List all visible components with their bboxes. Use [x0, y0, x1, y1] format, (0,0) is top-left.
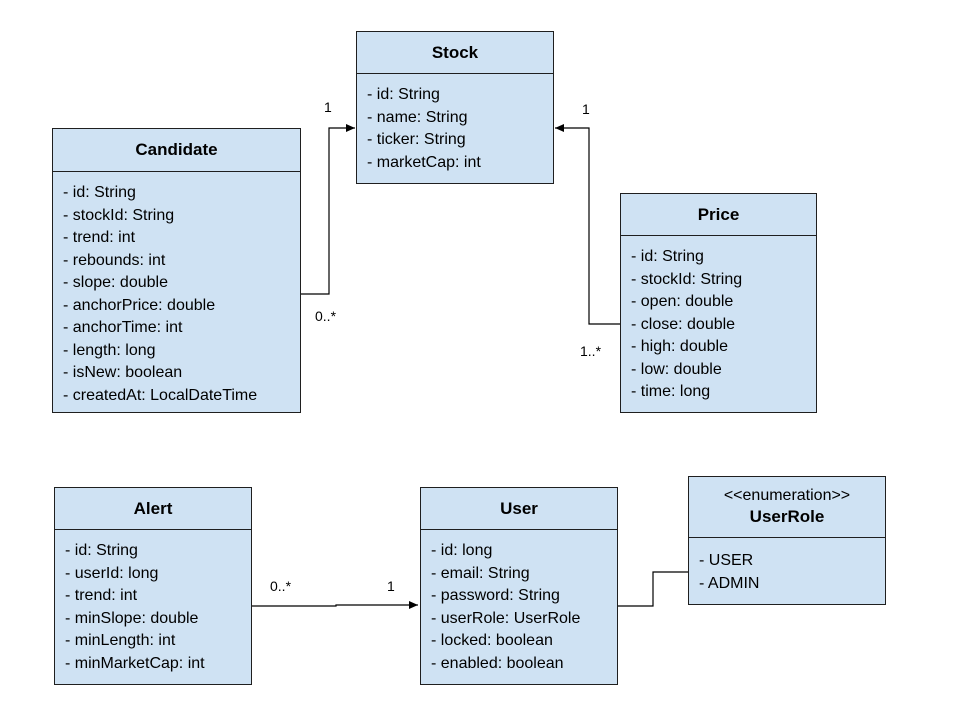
price-attr-open: - open: double	[631, 293, 734, 310]
alert-attr-minmarketcap: - minMarketCap: int	[65, 654, 205, 672]
price-class-name: Price	[697, 204, 740, 224]
stock-attr-marketcap: - marketCap: int	[367, 153, 481, 171]
alert-class-header: Alert	[55, 488, 251, 530]
candidate-attr-trend: - trend: int	[63, 229, 136, 246]
multiplicity-price-stock-price-end: 1..*	[580, 343, 602, 359]
price-attr-close: - close: double	[631, 315, 736, 333]
candidate-attr-anchorprice: - anchorPrice: double	[63, 296, 216, 314]
user-attr-id: - id: long	[431, 542, 493, 559]
alert-attr-userid: - userId: long	[65, 564, 159, 582]
user-attributes: - id: long - email: String - password: S…	[421, 530, 617, 675]
price-class[interactable]: Price - id: String - stockId: String - o…	[620, 193, 817, 413]
user-class-name: User	[500, 498, 538, 518]
userrole-stereotype: <<enumeration>>	[723, 487, 851, 504]
multiplicity-alert-user-user-end: 1	[387, 578, 395, 594]
alert-attributes: - id: String - userId: long - trend: int…	[55, 530, 251, 675]
stock-class[interactable]: Stock - id: String - name: String - tick…	[356, 31, 554, 184]
candidate-class-name: Candidate	[135, 140, 218, 159]
alert-attr-minlength: - minLength: int	[65, 632, 176, 649]
multiplicity-candidate-stock-stock-end: 1	[324, 99, 332, 115]
userrole-enum[interactable]: <<enumeration>> UserRole - USER - ADMIN	[688, 476, 886, 605]
multiplicity-candidate-stock-candidate-end: 0..*	[315, 308, 337, 324]
userrole-enum-name: UserRole	[749, 507, 825, 526]
stock-attr-id: - id: String	[367, 86, 440, 103]
price-attr-time: - time: long	[631, 383, 711, 400]
stock-class-header: Stock	[357, 32, 553, 74]
multiplicity-alert-user-alert-end: 0..*	[270, 578, 292, 594]
alert-attr-trend: - trend: int	[65, 587, 138, 604]
stock-attributes: - id: String - name: String - ticker: St…	[357, 74, 553, 174]
alert-class-name: Alert	[133, 498, 173, 518]
alert-attr-id: - id: String	[65, 542, 138, 559]
alert-class[interactable]: Alert - id: String - userId: long - tren…	[54, 487, 252, 685]
price-stock-association	[555, 124, 620, 325]
user-class[interactable]: User - id: long - email: String - passwo…	[420, 487, 618, 685]
alert-attr-minslope: - minSlope: double	[65, 609, 199, 627]
userrole-literal-user: - USER	[699, 552, 754, 569]
candidate-stock-association	[301, 124, 355, 295]
candidate-attr-id: - id: String	[63, 184, 136, 201]
candidate-attr-rebounds: - rebounds: int	[63, 251, 166, 269]
price-attr-high: - high: double	[631, 338, 728, 355]
candidate-class[interactable]: Candidate - id: String - stockId: String…	[52, 128, 301, 413]
price-attr-stockid: - stockId: String	[631, 270, 743, 288]
candidate-class-header: Candidate	[53, 129, 300, 172]
alert-user-association	[252, 601, 418, 609]
candidate-attributes: - id: String - stockId: String - trend: …	[53, 172, 300, 407]
user-attr-locked: - locked: boolean	[431, 632, 553, 649]
user-userrole-association	[618, 571, 689, 607]
stock-attr-ticker: - ticker: String	[367, 131, 466, 148]
user-attr-userrole: - userRole: UserRole	[431, 609, 581, 627]
candidate-attr-createdat: - createdAt: LocalDateTime	[63, 386, 258, 404]
price-attributes: - id: String - stockId: String - open: d…	[621, 236, 816, 404]
candidate-attr-slope: - slope: double	[63, 274, 168, 291]
price-class-header: Price	[621, 194, 816, 236]
user-class-header: User	[421, 488, 617, 530]
price-attr-id: - id: String	[631, 248, 704, 265]
stock-attr-name: - name: String	[367, 108, 468, 126]
userrole-enum-header: <<enumeration>> UserRole	[689, 477, 885, 538]
candidate-attr-anchortime: - anchorTime: int	[63, 319, 183, 336]
user-attr-enabled: - enabled: boolean	[431, 654, 564, 672]
multiplicity-price-stock-stock-end: 1	[582, 101, 590, 117]
user-attr-email: - email: String	[431, 564, 530, 582]
userrole-literals: - USER - ADMIN	[689, 538, 885, 595]
userrole-literal-admin: - ADMIN	[699, 574, 760, 592]
stock-class-name: Stock	[431, 42, 479, 62]
price-attr-low: - low: double	[631, 360, 722, 378]
candidate-attr-stockid: - stockId: String	[63, 206, 175, 224]
user-attr-password: - password: String	[431, 587, 560, 604]
candidate-attr-isnew: - isNew: boolean	[63, 364, 183, 381]
candidate-attr-length: - length: long	[63, 341, 156, 359]
